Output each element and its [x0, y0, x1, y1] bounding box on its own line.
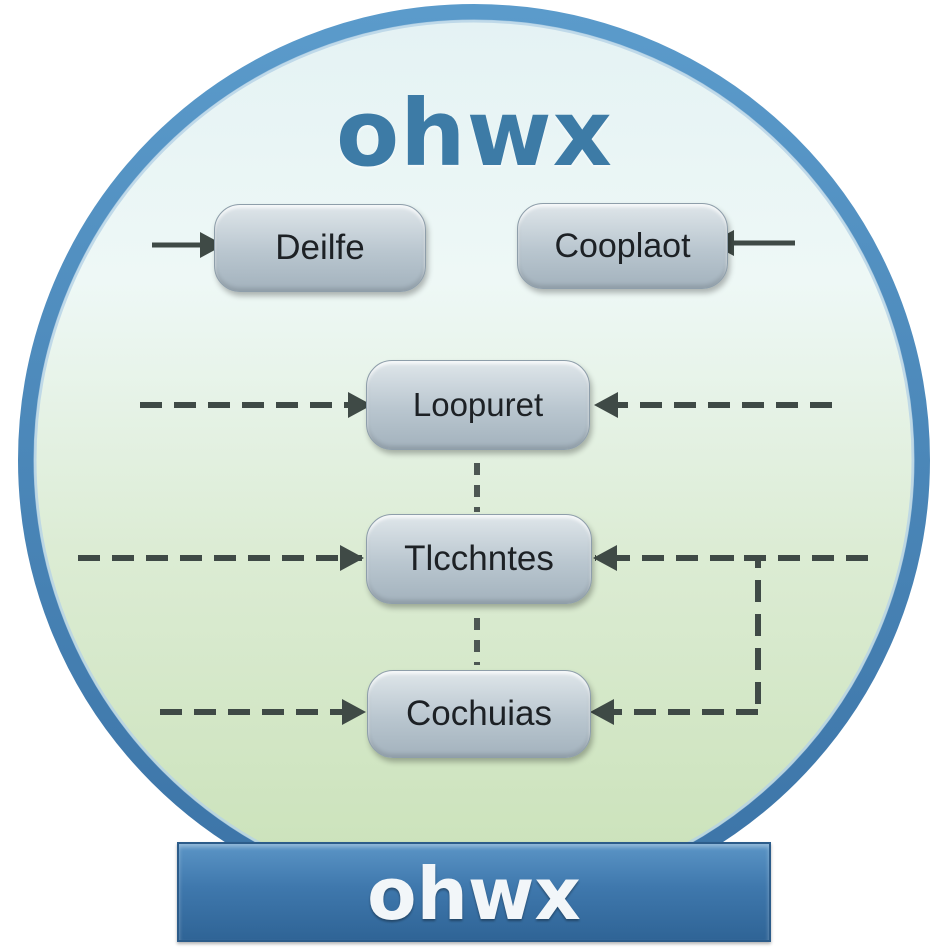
node-cooplaot: Cooplaot [517, 203, 728, 289]
node-tlcchntes: Tlcchntes [366, 514, 592, 604]
diagram-title: ohwx [335, 80, 614, 187]
node-cochuias: Cochuias [367, 670, 591, 758]
base-plate [177, 842, 771, 942]
base-label: ohwx [367, 852, 581, 936]
bracket-connector [712, 555, 761, 712]
node-loopuret: Loopuret [366, 360, 590, 450]
node-deilfe: Deilfe [214, 204, 426, 292]
